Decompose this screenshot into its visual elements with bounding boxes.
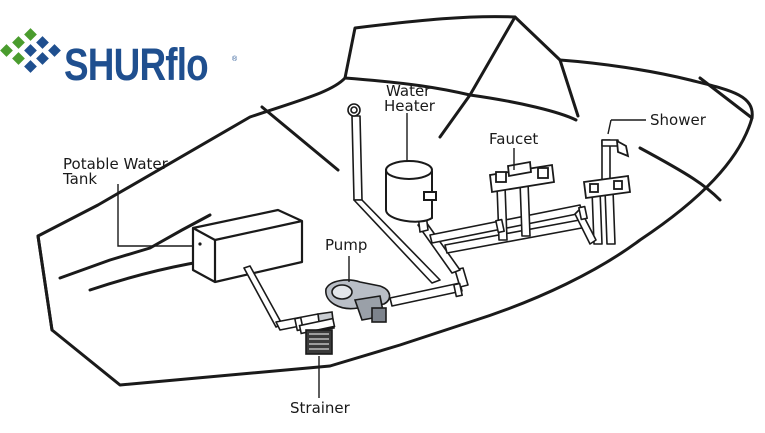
strainer-label: Strainer: [290, 399, 350, 417]
tank-leader: [117, 184, 194, 247]
plumbing-pipes: [243, 103, 619, 332]
faucet: [489, 160, 555, 194]
potable-water-tank-label: Potable Water: [63, 155, 168, 173]
faucet-label: Faucet: [489, 130, 539, 148]
pump-label: Pump: [325, 236, 368, 254]
leader-lines: [117, 113, 646, 398]
shower-head-icon: [615, 139, 630, 158]
boat-hull: [36, 15, 754, 387]
water-heater: [385, 160, 437, 223]
shower-label: Shower: [650, 111, 706, 129]
water-heater-label-line2: Heater: [384, 97, 435, 115]
water-heater-label: Water: [386, 82, 431, 100]
diamond-cluster-icon: [0, 28, 61, 73]
registered-mark: ®: [232, 56, 238, 63]
brand-logo: SHURflo: [64, 39, 209, 90]
potable-water-tank: [191, 208, 304, 284]
shower: [582, 139, 632, 200]
strainer: [298, 317, 336, 355]
pump: [317, 279, 391, 331]
potable-water-tank-label-line2: Tank: [63, 170, 98, 188]
shower-leader-down: [607, 119, 612, 135]
